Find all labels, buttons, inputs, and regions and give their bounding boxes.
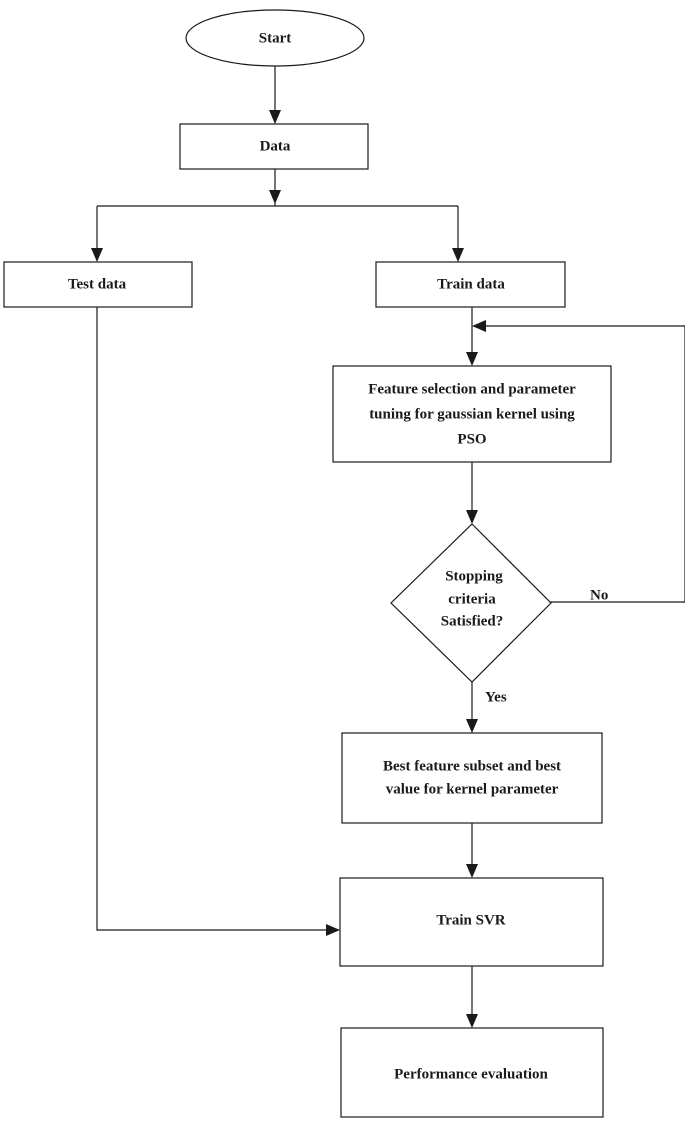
nodes: Start Data Test data Train data Feature … [3, 9, 612, 1118]
edge-label-no: No [590, 587, 608, 603]
edge-label-yes: Yes [485, 689, 507, 705]
node-performance-shape [340, 1027, 604, 1118]
node-performance: Performance evaluation [340, 1027, 604, 1118]
arrowhead-loop [472, 320, 486, 332]
node-test-data: Test data [3, 261, 193, 308]
node-train-svr: Train SVR [339, 877, 604, 967]
node-feature-selection-shape [332, 365, 612, 463]
node-best-feature-line-2: value for kernel parameter [386, 781, 559, 797]
node-feature-selection: Feature selection and parameter tuning f… [332, 365, 612, 463]
node-data-shape [179, 123, 369, 170]
arrowhead-data [269, 110, 281, 124]
node-feature-selection-line-1: Feature selection and parameter [368, 381, 576, 397]
arrowhead-svr-left [326, 924, 340, 936]
node-train-data-label: Train data [437, 276, 505, 292]
node-stopping-criteria-line-3: Satisfied? [441, 613, 504, 629]
node-best-feature-shape [341, 732, 603, 824]
node-start-shape [185, 9, 365, 67]
node-test-data-shape [3, 261, 193, 308]
arrowhead-feature [466, 352, 478, 366]
edge-test-to-svr [96, 307, 328, 931]
edge-no-loop [484, 325, 685, 603]
arrowhead-best-feature [466, 719, 478, 733]
node-data: Data [179, 123, 369, 170]
node-stopping-criteria-line-1: Stopping [445, 568, 503, 584]
node-feature-selection-line-2: tuning for gaussian kernel using [369, 406, 575, 422]
node-feature-selection-line-3: PSO [457, 431, 486, 447]
connectors [91, 65, 685, 1028]
node-train-data-shape [375, 261, 566, 308]
node-test-data-label: Test data [68, 276, 127, 292]
node-start-label: Start [259, 30, 292, 46]
arrowhead-train-data [452, 248, 464, 262]
node-data-label: Data [260, 138, 291, 154]
arrowhead-split [269, 190, 281, 204]
arrowhead-performance [466, 1014, 478, 1028]
node-train-data: Train data [375, 261, 566, 308]
node-stopping-criteria-shape [390, 523, 552, 683]
edge-labels: No Yes [485, 587, 608, 705]
node-start: Start [185, 9, 365, 67]
node-best-feature-line-1: Best feature subset and best [383, 758, 561, 774]
node-train-svr-label: Train SVR [436, 912, 505, 928]
node-best-feature: Best feature subset and best value for k… [341, 732, 603, 824]
arrowhead-svr [466, 864, 478, 878]
node-performance-label: Performance evaluation [394, 1066, 548, 1082]
node-stopping-criteria-line-2: criteria [448, 591, 496, 607]
arrowhead-decision [466, 510, 478, 524]
node-stopping-criteria: Stopping criteria Satisfied? [390, 523, 552, 683]
arrowhead-test-data [91, 248, 103, 262]
node-train-svr-shape [339, 877, 604, 967]
